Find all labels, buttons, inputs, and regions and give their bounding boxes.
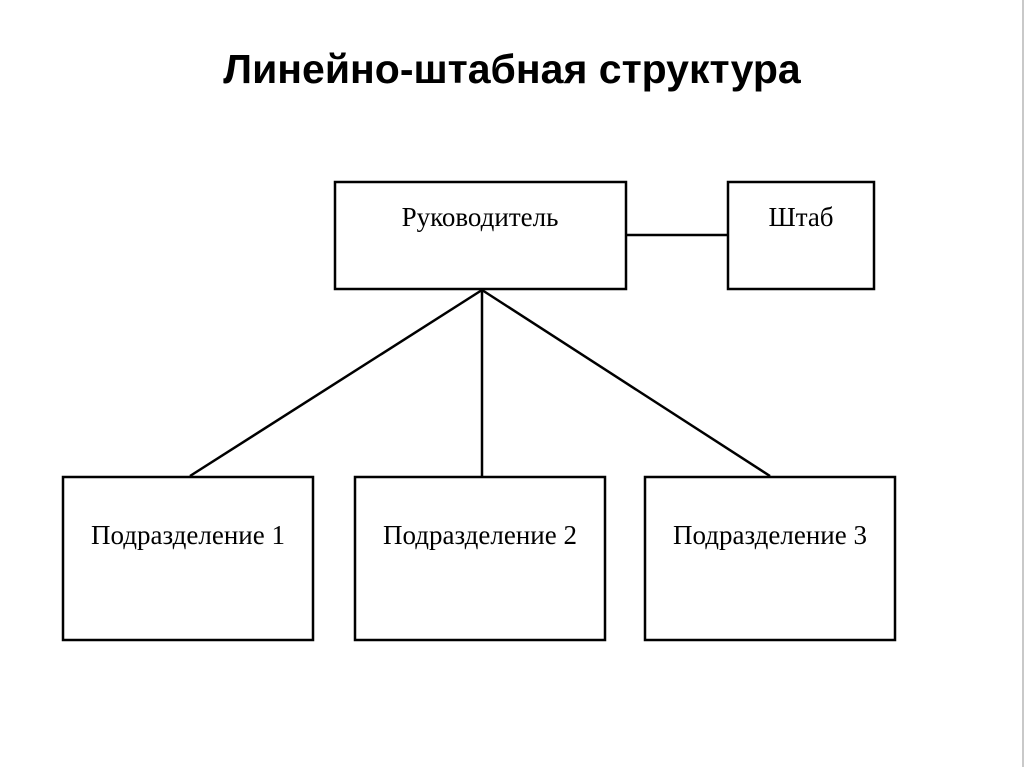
unit-box-2: Подразделение 2 <box>353 475 607 642</box>
unit-box-3: Подразделение 3 <box>643 475 897 642</box>
manager-box: Руководитель <box>333 180 628 291</box>
manager-unit-1-connector <box>189 288 483 478</box>
staff-label: Штаб <box>768 202 833 232</box>
manager-unit-3-connector <box>481 288 771 478</box>
staff-box: Штаб <box>726 180 876 291</box>
unit-label-3: Подразделение 3 <box>673 520 867 550</box>
unit-label-1: Подразделение 1 <box>91 520 285 550</box>
unit-box-1: Подразделение 1 <box>61 475 315 642</box>
manager-label: Руководитель <box>402 202 559 232</box>
unit-label-2: Подразделение 2 <box>383 520 577 550</box>
page-title: Линейно-штабная структура <box>223 46 801 92</box>
